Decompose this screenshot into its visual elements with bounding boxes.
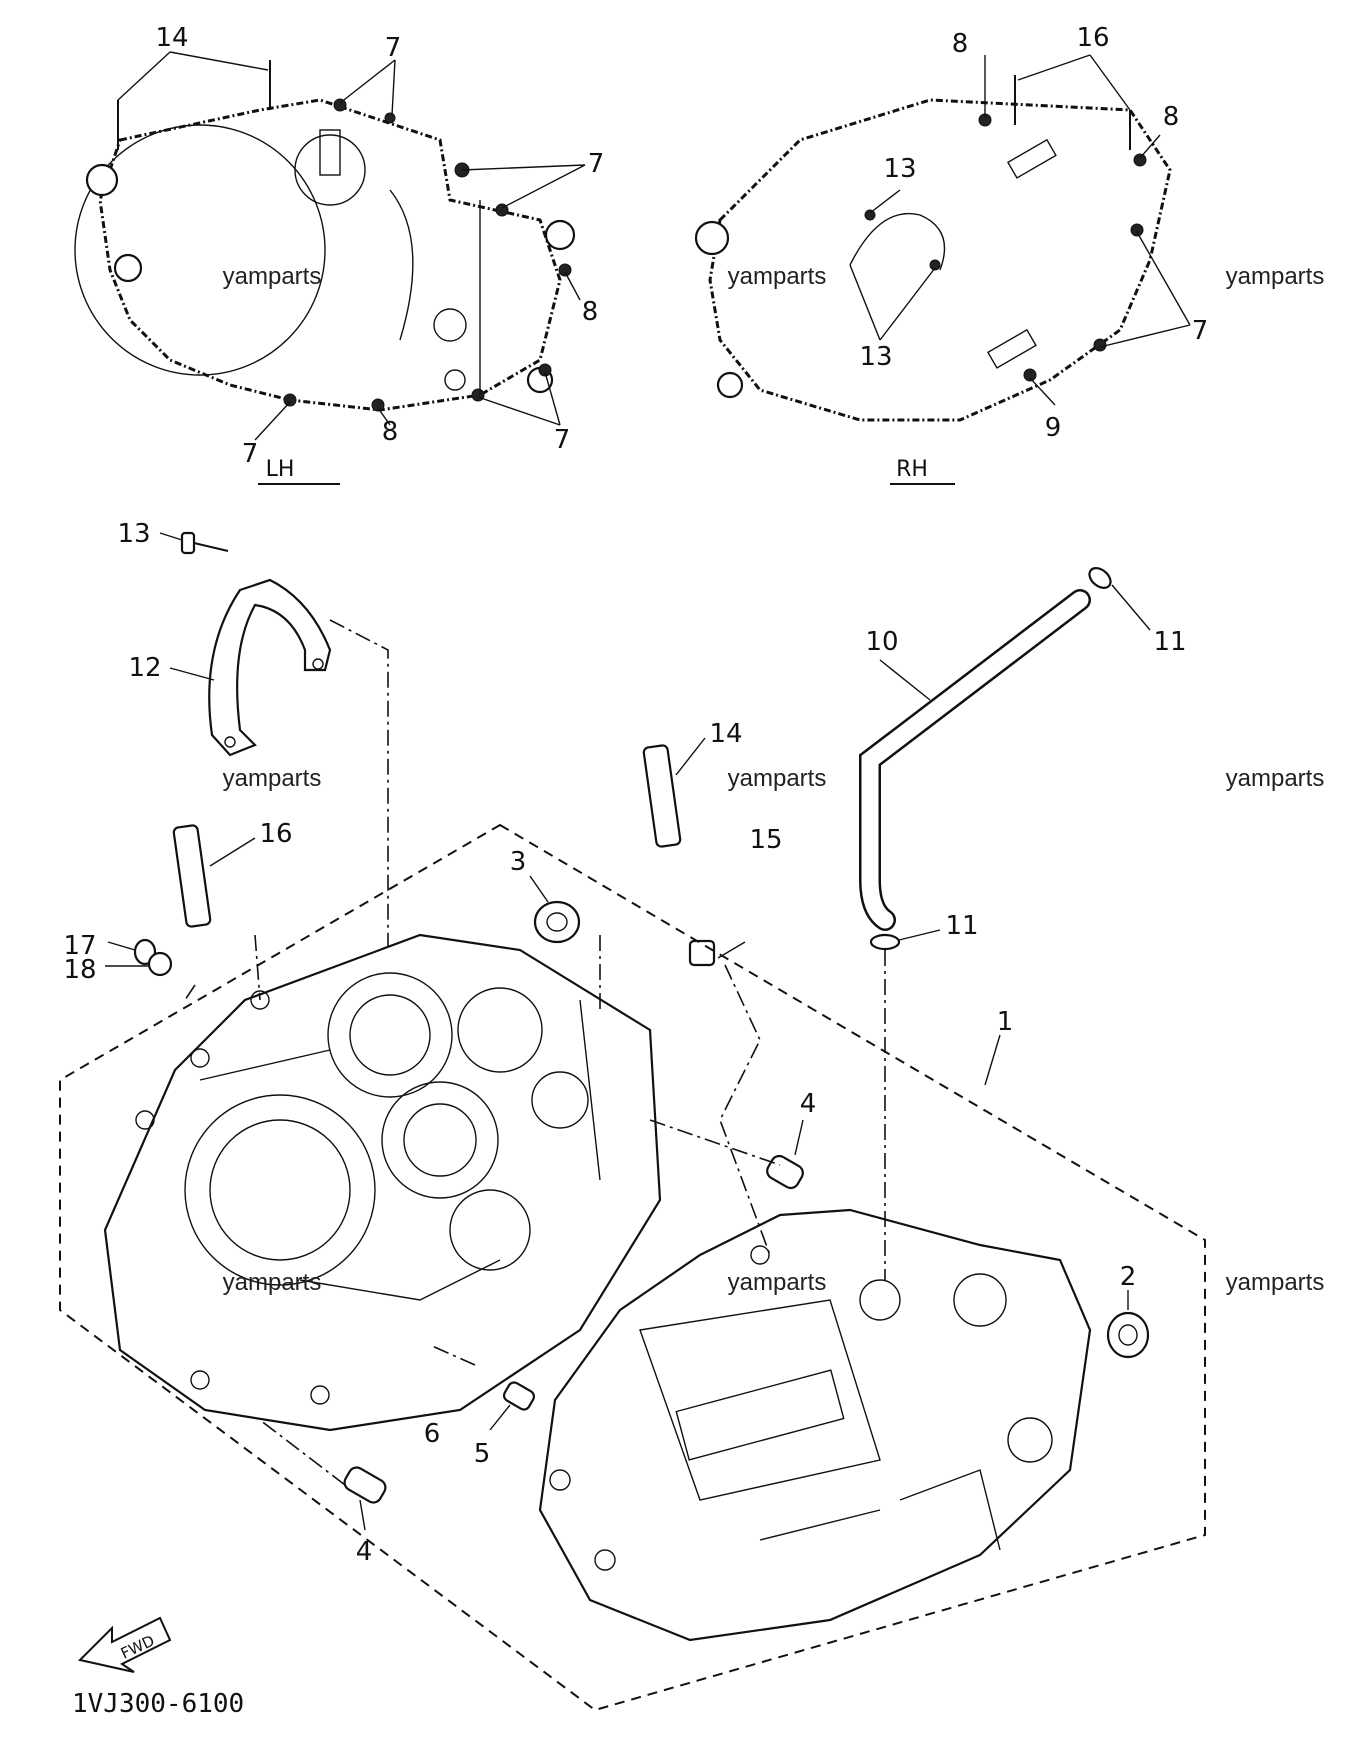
callout-3: 3 bbox=[510, 847, 527, 877]
watermark-1: yamparts bbox=[223, 263, 322, 290]
callout-13-bolt: 13 bbox=[117, 519, 150, 549]
watermark-6: yamparts bbox=[1226, 765, 1325, 792]
callout-1: 1 bbox=[997, 1007, 1014, 1037]
callout-4-upper: 4 bbox=[800, 1089, 817, 1119]
rh-gasket bbox=[694, 54, 1191, 422]
callout-7-lh-bottom-right: 7 bbox=[554, 425, 571, 455]
bearing-3 bbox=[529, 875, 581, 944]
lh-gasket bbox=[74, 51, 586, 441]
crankcase-right bbox=[538, 1208, 1092, 1642]
watermark-5: yamparts bbox=[728, 765, 827, 792]
callout-6: 6 bbox=[424, 1419, 441, 1449]
dowel-5 bbox=[489, 1381, 536, 1431]
callout-16-mid: 16 bbox=[259, 819, 292, 849]
callout-14-mid: 14 bbox=[709, 719, 742, 749]
watermark-3: yamparts bbox=[1226, 263, 1325, 290]
lh-label: LH bbox=[266, 457, 295, 482]
callout-7-rh-right: 7 bbox=[1192, 316, 1209, 346]
dowel-4-upper bbox=[766, 1119, 804, 1190]
stud-16 bbox=[172, 824, 256, 928]
plug-17 bbox=[107, 938, 157, 966]
callout-15: 15 bbox=[749, 825, 782, 855]
clip-11-lower bbox=[869, 929, 941, 951]
callout-16-rh: 16 bbox=[1076, 23, 1109, 53]
crankcase-left bbox=[103, 933, 662, 1432]
watermarks: yamparts yamparts yamparts yamparts yamp… bbox=[223, 263, 1325, 1296]
callout-11-lower: 11 bbox=[945, 911, 978, 941]
nut-18 bbox=[105, 951, 173, 977]
clip-11-upper bbox=[1088, 567, 1151, 631]
stud-14 bbox=[642, 737, 706, 848]
callout-7-lh-right: 7 bbox=[588, 149, 605, 179]
callout-11-upper: 11 bbox=[1153, 627, 1186, 657]
rh-label: RH bbox=[896, 457, 928, 482]
watermark-8: yamparts bbox=[728, 1269, 827, 1296]
callout-10: 10 bbox=[865, 627, 898, 657]
bolt-13 bbox=[159, 531, 229, 555]
callout-13-rh-bottom: 13 bbox=[859, 342, 892, 372]
callout-8-lh-bottom: 8 bbox=[382, 417, 399, 447]
callout-2: 2 bbox=[1120, 1262, 1137, 1292]
callout-9-rh: 9 bbox=[1045, 413, 1062, 443]
callout-5: 5 bbox=[474, 1439, 491, 1469]
callout-14-lh: 14 bbox=[155, 23, 188, 53]
pipe-10 bbox=[859, 589, 1091, 931]
callout-8-lh-right: 8 bbox=[582, 297, 599, 327]
callout-4-lower: 4 bbox=[356, 1537, 373, 1567]
cover-12 bbox=[169, 578, 332, 757]
nut-15 bbox=[688, 939, 746, 967]
bearing-2 bbox=[1106, 1290, 1150, 1359]
callout-18: 18 bbox=[63, 955, 96, 985]
callout-7-lh-bottom-left: 7 bbox=[242, 439, 259, 469]
watermark-7: yamparts bbox=[223, 1269, 322, 1296]
watermark-2: yamparts bbox=[728, 263, 827, 290]
dowel-4-lower bbox=[343, 1466, 387, 1531]
diagram-code: 1VJ300-6100 bbox=[72, 1689, 244, 1719]
watermark-4: yamparts bbox=[223, 765, 322, 792]
assembly-outline bbox=[59, 823, 1206, 1712]
watermark-9: yamparts bbox=[1226, 1269, 1325, 1296]
callout-13-rh-top: 13 bbox=[883, 154, 916, 184]
callout-12: 12 bbox=[128, 653, 161, 683]
callout-8-rh-right: 8 bbox=[1163, 102, 1180, 132]
callout-7-lh-top: 7 bbox=[385, 33, 402, 63]
front-arrow: FWD bbox=[78, 1616, 172, 1673]
side-labels: LH RH bbox=[258, 457, 955, 485]
callout-17: 17 bbox=[63, 931, 96, 961]
callouts: 14 7 7 8 7 8 7 8 16 8 13 13 7 9 13 12 10… bbox=[63, 23, 1208, 1567]
callout-8-rh-top: 8 bbox=[952, 29, 969, 59]
